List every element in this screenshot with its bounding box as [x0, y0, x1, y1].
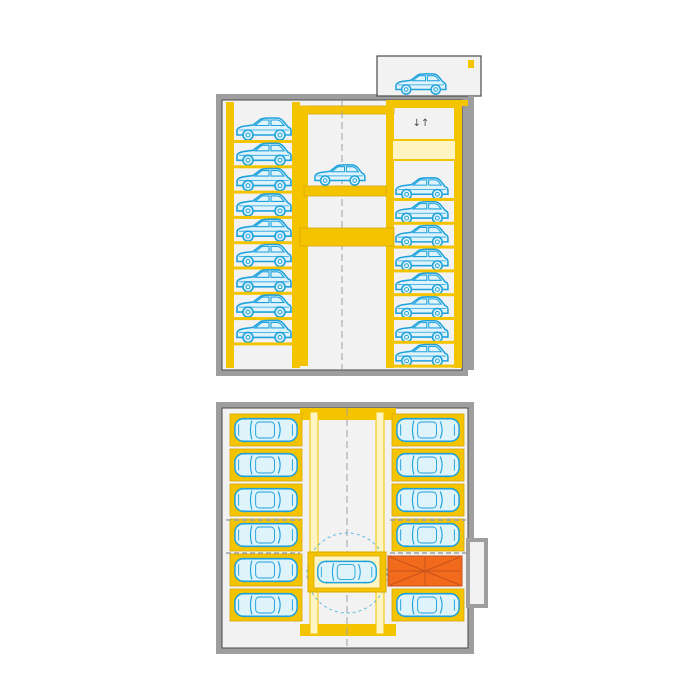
- elevation-view: ↓↑: [216, 55, 482, 376]
- right-top-bracket: [454, 100, 468, 106]
- right-shelf-tray: [386, 221, 462, 225]
- entry-wall-right: [468, 96, 474, 370]
- right-bay-car: [396, 521, 460, 549]
- shuttle-rotation-circle: [306, 532, 388, 614]
- right-bay-car: [396, 486, 460, 514]
- lift-counter-beam: [299, 227, 395, 247]
- left-shelf-tray: [226, 291, 300, 295]
- lift-platform: [303, 185, 387, 197]
- left-bay-car: [234, 556, 298, 584]
- plan-view: [216, 402, 488, 654]
- turntable-pattern: [389, 556, 461, 586]
- left-shelf-tray: [226, 165, 300, 169]
- right-shelf-tray: [386, 198, 462, 201]
- aisle-rail-left: [309, 411, 319, 635]
- left-bay-car: [234, 416, 298, 444]
- aisle-rail-right: [375, 411, 385, 635]
- left-bay-car: [234, 521, 298, 549]
- lift-top-beam: [299, 105, 395, 115]
- left-shelf-post-outer: [226, 102, 234, 368]
- left-shelf-tray: [226, 190, 300, 194]
- right-lift-cage: [391, 139, 457, 161]
- left-shelf-tray: [226, 266, 300, 270]
- left-bay-car: [234, 486, 298, 514]
- left-shelf-tray: [226, 140, 300, 143]
- left-shelf-post-inner: [292, 102, 300, 368]
- right-bay-car: [396, 416, 460, 444]
- left-shelf-tray: [226, 342, 300, 346]
- right-shelf-tray: [386, 317, 462, 320]
- shuttle-car: [317, 559, 377, 585]
- right-bay-car: [396, 451, 460, 479]
- left-bay-car: [234, 591, 298, 619]
- left-bay-car: [234, 451, 298, 479]
- lift-arrow-symbol: ↓↑: [413, 118, 430, 129]
- aisle-top-beam: [300, 408, 396, 420]
- plan-entry-niche: [466, 538, 488, 608]
- left-shelf-tray: [226, 241, 300, 245]
- right-shelf-tray: [386, 340, 462, 344]
- entry-marker: [468, 60, 474, 68]
- right-top-beam: [386, 100, 462, 108]
- left-shelf-tray: [226, 215, 300, 219]
- aisle-bottom-beam: [300, 624, 396, 636]
- right-shelf-post-outer: [454, 100, 462, 368]
- left-shelf-tray: [226, 317, 300, 321]
- right-bay-car: [396, 591, 460, 619]
- right-shelf-tray: [386, 364, 462, 368]
- right-shelf-tray: [386, 293, 462, 297]
- right-shelf-tray: [386, 245, 462, 249]
- right-shelf-tray: [386, 269, 462, 273]
